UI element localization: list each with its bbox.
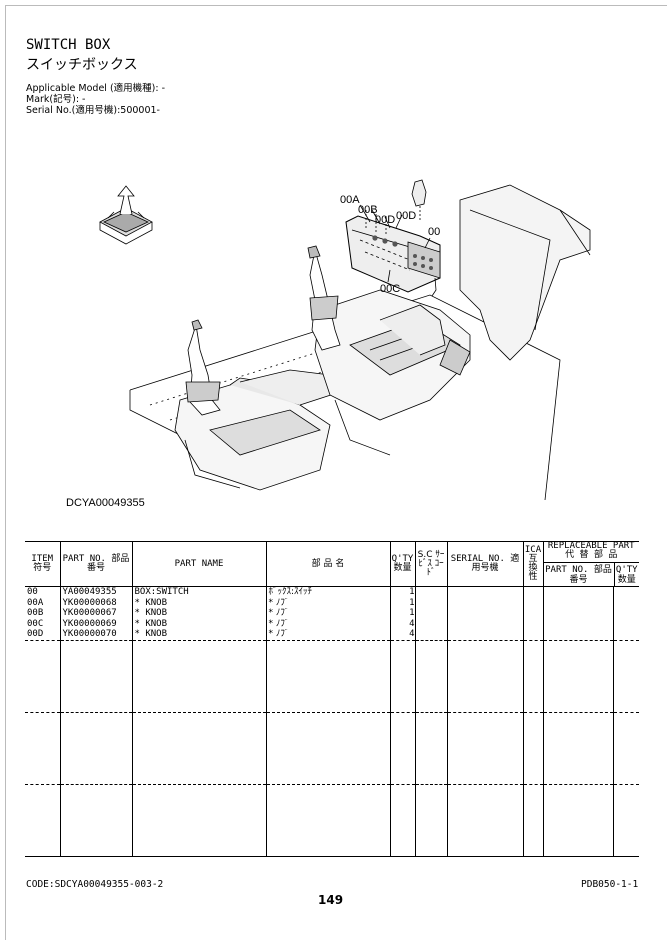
col-jp-name: 部 品 名 [265, 541, 390, 587]
item-code: 00C [27, 618, 44, 629]
item-code: 00 [27, 587, 38, 597]
page-number: 149 [318, 893, 344, 907]
part-number: YK00000070 [59, 629, 132, 641]
callout: 00D [396, 210, 416, 222]
empty-row [25, 784, 639, 857]
col-replaceable: REPLACEABLE PART 代 替 部 品 PART NO. 部品番号 Q… [542, 541, 639, 587]
col-part-name: PART NAME [131, 541, 266, 587]
part-name: * KNOB [131, 618, 266, 629]
replaceable-title: REPLACEABLE PART 代 替 部 品 [543, 542, 639, 563]
part-name: * KNOB [131, 608, 266, 619]
callout: 00B [358, 204, 378, 216]
part-name: BOX:SWITCH [131, 586, 266, 598]
col-rep-part-no: PART NO. 部品番号 [544, 563, 615, 586]
callout: 00C [380, 283, 400, 295]
part-name-jp: * ﾉﾌﾞ [265, 629, 390, 641]
footer-code: CODE:SDCYA00049355-003-2 [26, 879, 164, 890]
empty-row [25, 640, 639, 713]
quantity: 4 [389, 629, 415, 641]
table-row: 00D YK00000070 * KNOB * ﾉﾌﾞ 4 [25, 629, 639, 641]
page-frame [5, 5, 667, 940]
applicable-model: Applicable Model (適用機種): - [26, 83, 166, 94]
item-code: 00A [27, 597, 44, 608]
col-service-code: S.C ｻｰﾋﾞｽ ｺｰﾄﾞ [414, 541, 447, 587]
table-row: 00C YK00000069 * KNOB * ﾉﾌﾞ 4 [25, 618, 639, 629]
part-name-jp: ﾎﾞｯｸｽ:ｽｲｯﾁ [265, 586, 390, 598]
serial-number: Serial No.(適用号機):500001- [26, 105, 160, 116]
callout: 00 [428, 226, 440, 238]
col-rep-qty: Q'TY 数量 [615, 565, 638, 585]
col-ica: ICA 互 換 性 [522, 541, 543, 587]
item-code: 00B [27, 608, 44, 618]
part-name-jp: * ﾉﾌﾞ [265, 597, 390, 608]
quantity: 1 [389, 597, 415, 608]
mark: Mark(記号): - [26, 94, 86, 105]
callout: 00D [375, 214, 395, 226]
table-row: 00 YA00049355 BOX:SWITCH ﾎﾞｯｸｽ:ｽｲｯﾁ 1 [25, 586, 639, 598]
table-row: 00B YK00000067 * KNOB * ﾉﾌﾞ 1 [25, 608, 639, 619]
footer-reference: PDB050-1-1 [581, 879, 639, 890]
title-english: SWITCH BOX [26, 37, 111, 53]
parts-diagram: 00A 00B 00D 00D 00 00C [99, 179, 591, 500]
drawing-code: DCYA00049355 [66, 497, 145, 509]
quantity: 1 [389, 586, 415, 598]
part-number: YK00000069 [59, 618, 132, 629]
col-qty: Q'TY 数量 [389, 541, 415, 587]
table-row: 00A YK00000068 * KNOB * ﾉﾌﾞ 1 [25, 597, 639, 608]
quantity: 4 [389, 618, 415, 629]
part-name-jp: * ﾉﾌﾞ [265, 618, 390, 629]
part-name: * KNOB [131, 597, 266, 608]
part-name: * KNOB [131, 629, 266, 641]
part-number: YA00049355 [59, 586, 132, 598]
part-number: YK00000067 [59, 608, 132, 619]
item-code: 00D [25, 629, 60, 641]
parts-table: ITEM 符号 PART NO. 部品番号 PART NAME 部 品 名 Q'… [25, 541, 639, 857]
col-item: ITEM 符号 [25, 541, 60, 587]
diagram-callouts: 00A 00B 00D 00D 00 00C [340, 194, 440, 295]
col-part-no: PART NO. 部品番号 [59, 541, 132, 587]
col-serial: SERIAL NO. 適用号機 [446, 541, 523, 587]
part-name-jp: * ﾉﾌﾞ [265, 608, 390, 619]
title-japanese: スイッチボックス [26, 57, 138, 73]
part-number: YK00000068 [59, 597, 132, 608]
empty-row [25, 712, 639, 785]
quantity: 1 [389, 608, 415, 619]
callout: 00A [340, 194, 360, 206]
orientation-icon [99, 185, 153, 245]
